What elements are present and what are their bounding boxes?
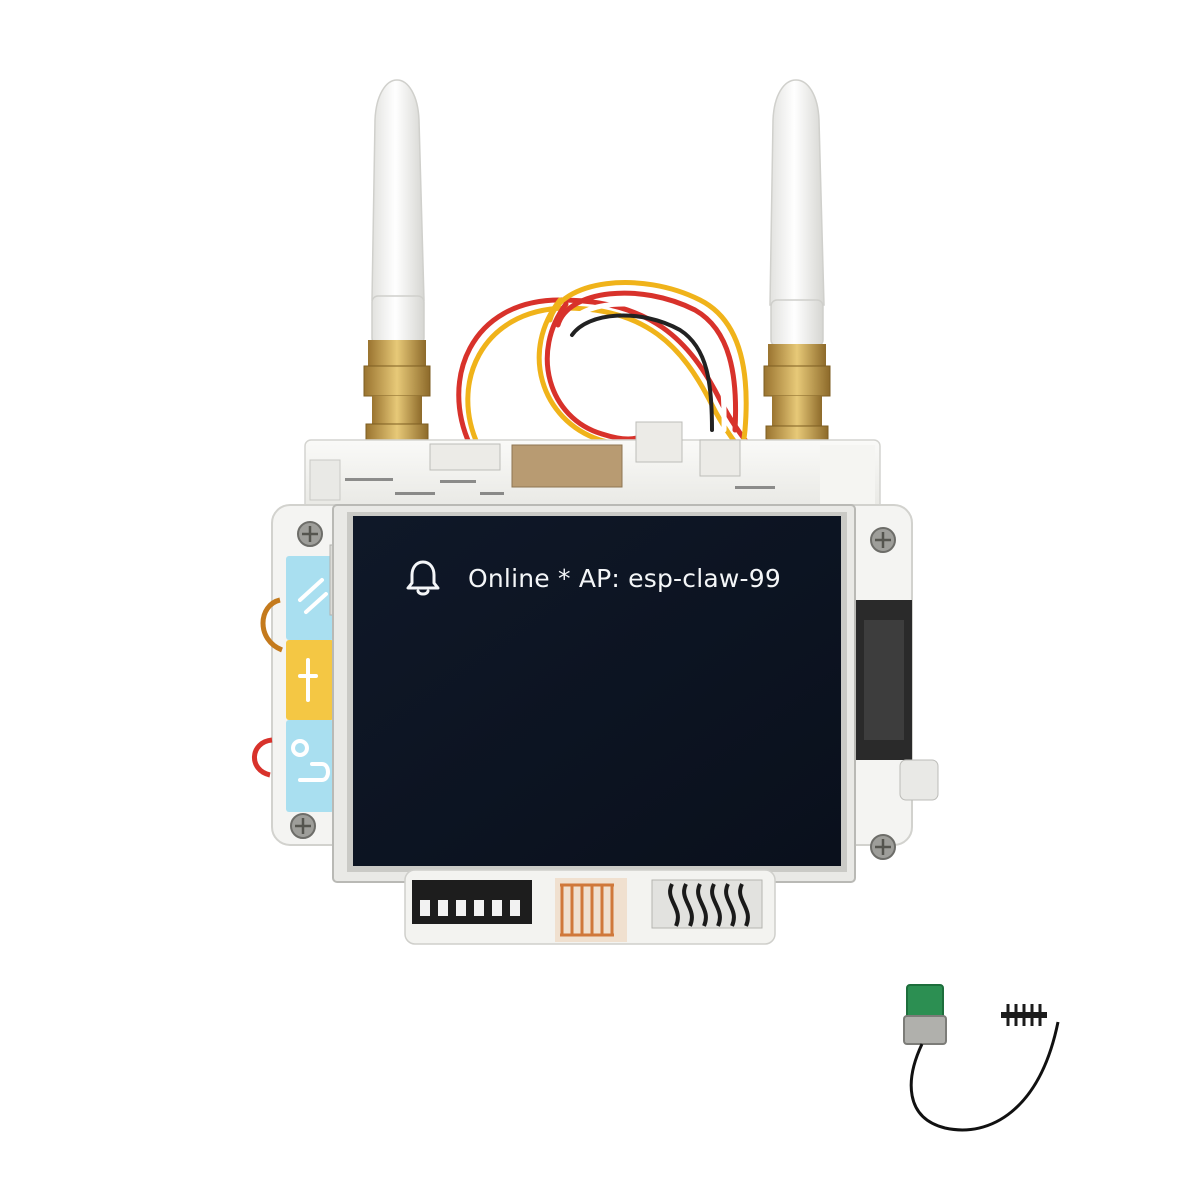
bottom-board	[404, 869, 776, 945]
status-text: Online * AP: esp-claw-99	[468, 563, 781, 593]
left-antenna	[363, 79, 431, 447]
right-antenna	[763, 79, 831, 451]
accessory-module	[903, 984, 1060, 1132]
top-board	[304, 421, 881, 511]
lcd-status-bar: Online * AP: esp-claw-99	[404, 556, 781, 600]
bell-icon	[406, 560, 440, 596]
side-labels	[286, 544, 349, 812]
